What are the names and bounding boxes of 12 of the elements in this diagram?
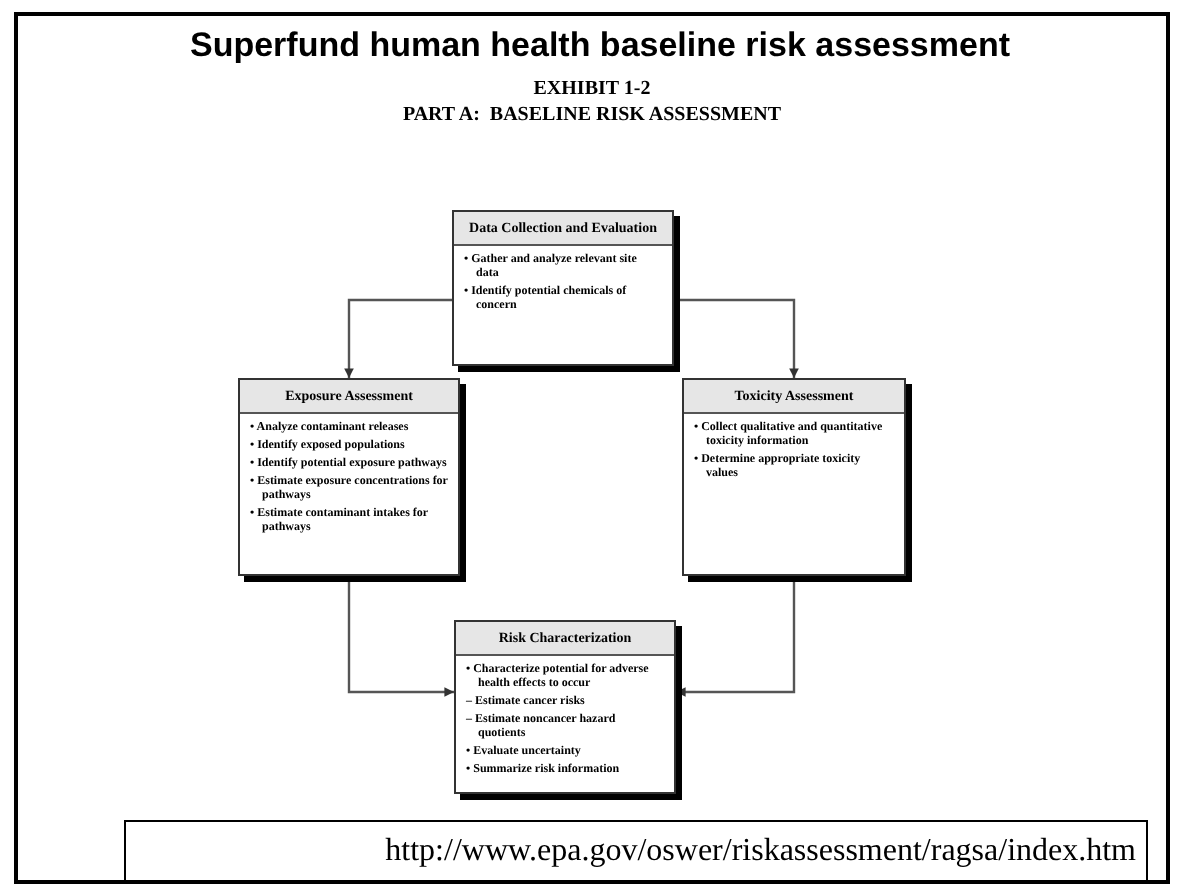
arrow	[674, 298, 799, 378]
arrow	[347, 576, 454, 697]
process-box	[454, 620, 676, 794]
process-box	[682, 378, 906, 576]
arrow	[344, 298, 452, 378]
exhibit-heading: PART A: BASELINE RISK ASSESSMENT	[402, 102, 782, 128]
process-box	[452, 210, 674, 366]
arrow	[676, 576, 796, 697]
slide-title: Superfund human health baseline risk assessment	[187, 26, 1013, 66]
process-box	[238, 378, 460, 576]
exhibit-heading: EXHIBIT 1-2	[533, 76, 651, 102]
url-box: http://www.epa.gov/oswer/riskassessment/ragsa/index.htm	[124, 820, 1148, 882]
